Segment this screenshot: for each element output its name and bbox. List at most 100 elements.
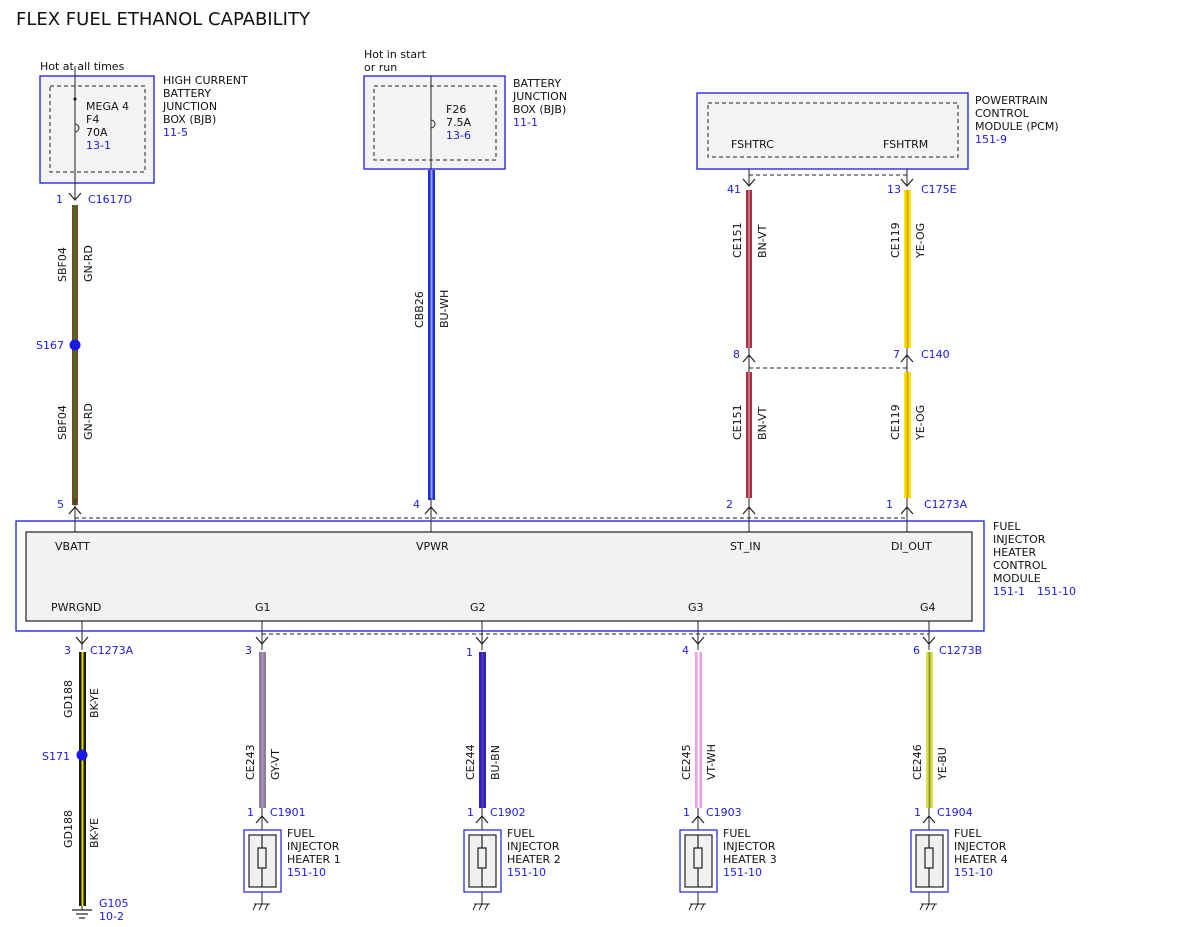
bjb-name-1: BATTERY	[513, 77, 561, 90]
heater-1: 1 C1901 FUEL INJECTOR HEATER 1 151-10	[243, 806, 341, 911]
gd188-circuit-1: GD188	[62, 680, 75, 718]
pcm-pb: 13	[887, 183, 901, 196]
sbf04-circuit-1: SBF04	[56, 247, 69, 282]
pin-g1-label: G1	[255, 601, 271, 614]
wire-gd188: S171 GD188 BK-YE GD188 BK-YE G105 10-2	[42, 652, 129, 923]
heater-2-name-1: FUEL	[507, 827, 535, 840]
pin-diout-label: DI_OUT	[891, 540, 932, 553]
heater-4-ref: 151-10	[954, 866, 993, 879]
ce246-color: YE-BU	[936, 747, 949, 781]
bjb-hot-2: or run	[364, 61, 397, 74]
pin-g2-num: 1	[466, 646, 473, 659]
pcm-conn: C175E	[921, 183, 957, 196]
heater-2-conn: C1902	[490, 806, 526, 819]
heater-4-name-1: FUEL	[954, 827, 982, 840]
wire-ce119: CE119 YE-OG CE119 YE-OG	[889, 190, 927, 498]
heater-4-name-2: INJECTOR	[954, 840, 1007, 853]
bjb-ref: 11-1	[513, 116, 538, 129]
sbf04-circuit-2: SBF04	[56, 405, 69, 440]
splice-s171-label: S171	[42, 750, 70, 763]
heater-3: 1 C1903 FUEL INJECTOR HEATER 3 151-10	[679, 806, 777, 911]
c140-connector: 8 7 C140	[733, 348, 950, 372]
cbb26-color: BU-WH	[438, 290, 451, 328]
splice-s167-label: S167	[36, 339, 64, 352]
bjb-name-3: BOX (BJB)	[513, 103, 566, 116]
heater-3-name-1: FUEL	[723, 827, 751, 840]
heater-1-ref: 151-10	[287, 866, 326, 879]
heater-element-icon	[257, 835, 267, 887]
heater-4-conn: C1904	[937, 806, 973, 819]
pin-g4-num: 6	[913, 644, 920, 657]
pcm-pin-a: FSHTRC	[731, 138, 774, 151]
ce243-color: GY-VT	[269, 749, 282, 780]
heater-4-name-3: HEATER 4	[954, 853, 1008, 866]
bjb-fuse-ref: 13-6	[446, 129, 471, 142]
pin-vbatt-label: VBATT	[55, 540, 90, 553]
bottom-conn-b: C1273B	[939, 644, 982, 657]
chassis-ground-icon	[919, 903, 924, 911]
c140-pa: 8	[733, 348, 740, 361]
heater-2-ref: 151-10	[507, 866, 546, 879]
heater-3-name-3: HEATER 3	[723, 853, 777, 866]
fuse-line-2: F4	[86, 113, 99, 126]
hcbjb-name-4: BOX (BJB)	[163, 113, 216, 126]
heater-3-ref: 151-10	[723, 866, 762, 879]
fihcm-block: 5 4 2 1 C1273A VBATT VPWR ST_IN DI_OUT P…	[15, 498, 1076, 659]
pin-vbatt-num: 5	[57, 498, 64, 511]
pcm-block: FSHTRC FSHTRM POWERTRAIN CONTROL MODULE …	[696, 92, 1059, 196]
bjb-fuse-1: F26	[446, 103, 466, 116]
gd188-color-1: BK-YE	[88, 688, 101, 718]
pin-g3-label: G3	[688, 601, 704, 614]
c140-conn: C140	[921, 348, 950, 361]
module-name-3: HEATER	[993, 546, 1037, 559]
page-title: FLEX FUEL ETHANOL CAPABILITY	[16, 9, 311, 30]
heater-3-pin: 1	[683, 806, 690, 819]
ce151-color-2: BN-VT	[756, 406, 769, 440]
pin-diout-num: 1	[886, 498, 893, 511]
fuse-icon	[430, 119, 436, 129]
c140-pb: 7	[893, 348, 900, 361]
module-name-1: FUEL	[993, 520, 1021, 533]
hcbjb-ref: 11-5	[163, 126, 188, 139]
ce119-color-2: YE-OG	[914, 405, 927, 441]
chassis-ground-icon	[472, 903, 477, 911]
heater-3-conn: C1903	[706, 806, 742, 819]
heater-4: 1 C1904 FUEL INJECTOR HEATER 4 151-10	[910, 806, 1008, 911]
heater-element-icon	[924, 835, 934, 887]
splice-s171	[76, 749, 88, 761]
ce246-circuit: CE246	[911, 744, 924, 780]
heater-1-name-1: FUEL	[287, 827, 315, 840]
ce245-circuit: CE245	[680, 744, 693, 780]
bjb-block: Hot in start or run F26 7.5A 13-6 BATTER…	[363, 48, 567, 170]
ce244-color: BU-BN	[489, 745, 502, 780]
chassis-ground-icon	[252, 903, 257, 911]
heater-2-name-3: HEATER 2	[507, 853, 561, 866]
module-ref-a: 151-1	[993, 585, 1025, 598]
heater-1-pin: 1	[247, 806, 254, 819]
ce119-circuit-1: CE119	[889, 222, 902, 258]
wire-ce244: CE244 BU-BN	[464, 652, 502, 808]
heater-1-name-3: HEATER 1	[287, 853, 341, 866]
pcm-ref: 151-9	[975, 133, 1007, 146]
fuse-line-1: MEGA 4	[86, 100, 129, 113]
heater-element-icon	[693, 835, 703, 887]
hcbjb-name-1: HIGH CURRENT	[163, 74, 248, 87]
sbf04-color-1: GN-RD	[82, 245, 95, 282]
pin-stin-label: ST_IN	[730, 540, 761, 553]
hcbjb-conn: C1617D	[88, 193, 132, 206]
sbf04-color-2: GN-RD	[82, 403, 95, 440]
pin-g4-label: G4	[920, 601, 936, 614]
pin-g1-num: 3	[245, 644, 252, 657]
wire-ce151: CE151 BN-VT CE151 BN-VT	[731, 190, 769, 498]
ce151-circuit-2: CE151	[731, 404, 744, 440]
pin-pwrgnd-label: PWRGND	[51, 601, 101, 614]
hcbjb-name-2: BATTERY	[163, 87, 211, 100]
module-name-5: MODULE	[993, 572, 1041, 585]
heater-2: 1 C1902 FUEL INJECTOR HEATER 2 151-10	[463, 806, 561, 911]
wire-ce246: CE246 YE-BU	[911, 652, 949, 808]
gd188-color-2: BK-YE	[88, 818, 101, 848]
pcm-pin-b: FSHTRM	[883, 138, 928, 151]
ce151-color-1: BN-VT	[756, 224, 769, 258]
chassis-ground-icon	[688, 903, 693, 911]
